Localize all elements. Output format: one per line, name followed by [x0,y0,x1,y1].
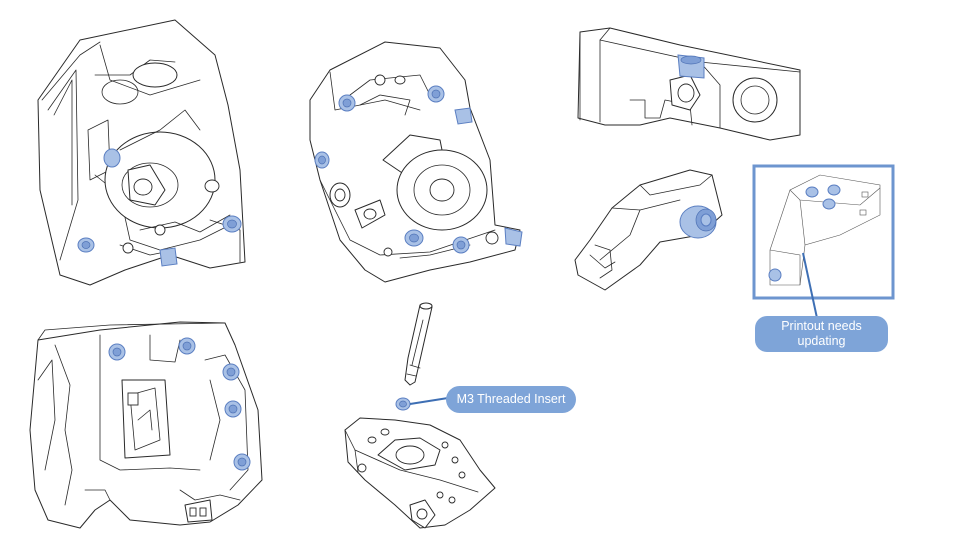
threaded-insert-marker [768,184,841,282]
printout-highlight-box [752,164,895,319]
threaded-insert-marker [314,85,523,254]
part-extruder-plate-center [309,41,523,283]
threaded-insert-marker [77,148,242,267]
threaded-insert-label: M3 Threaded Insert [446,386,576,413]
threaded-insert-marker [395,397,411,411]
part-extruder-housing-left [37,19,246,286]
part-main-body-bottom-left [29,321,263,529]
printout-callout-leader [802,252,818,319]
threaded-insert-marker [108,337,251,471]
insert-callout-leader [409,397,449,405]
part-idler-lever [574,169,723,291]
threaded-insert-marker [677,54,705,79]
printout-note-label: Printout needs updating [755,316,888,352]
insert-tool [404,302,433,386]
part-mount-plate-bottom [344,397,496,529]
part-bracket-block [577,27,801,141]
threaded-insert-marker [679,205,717,239]
